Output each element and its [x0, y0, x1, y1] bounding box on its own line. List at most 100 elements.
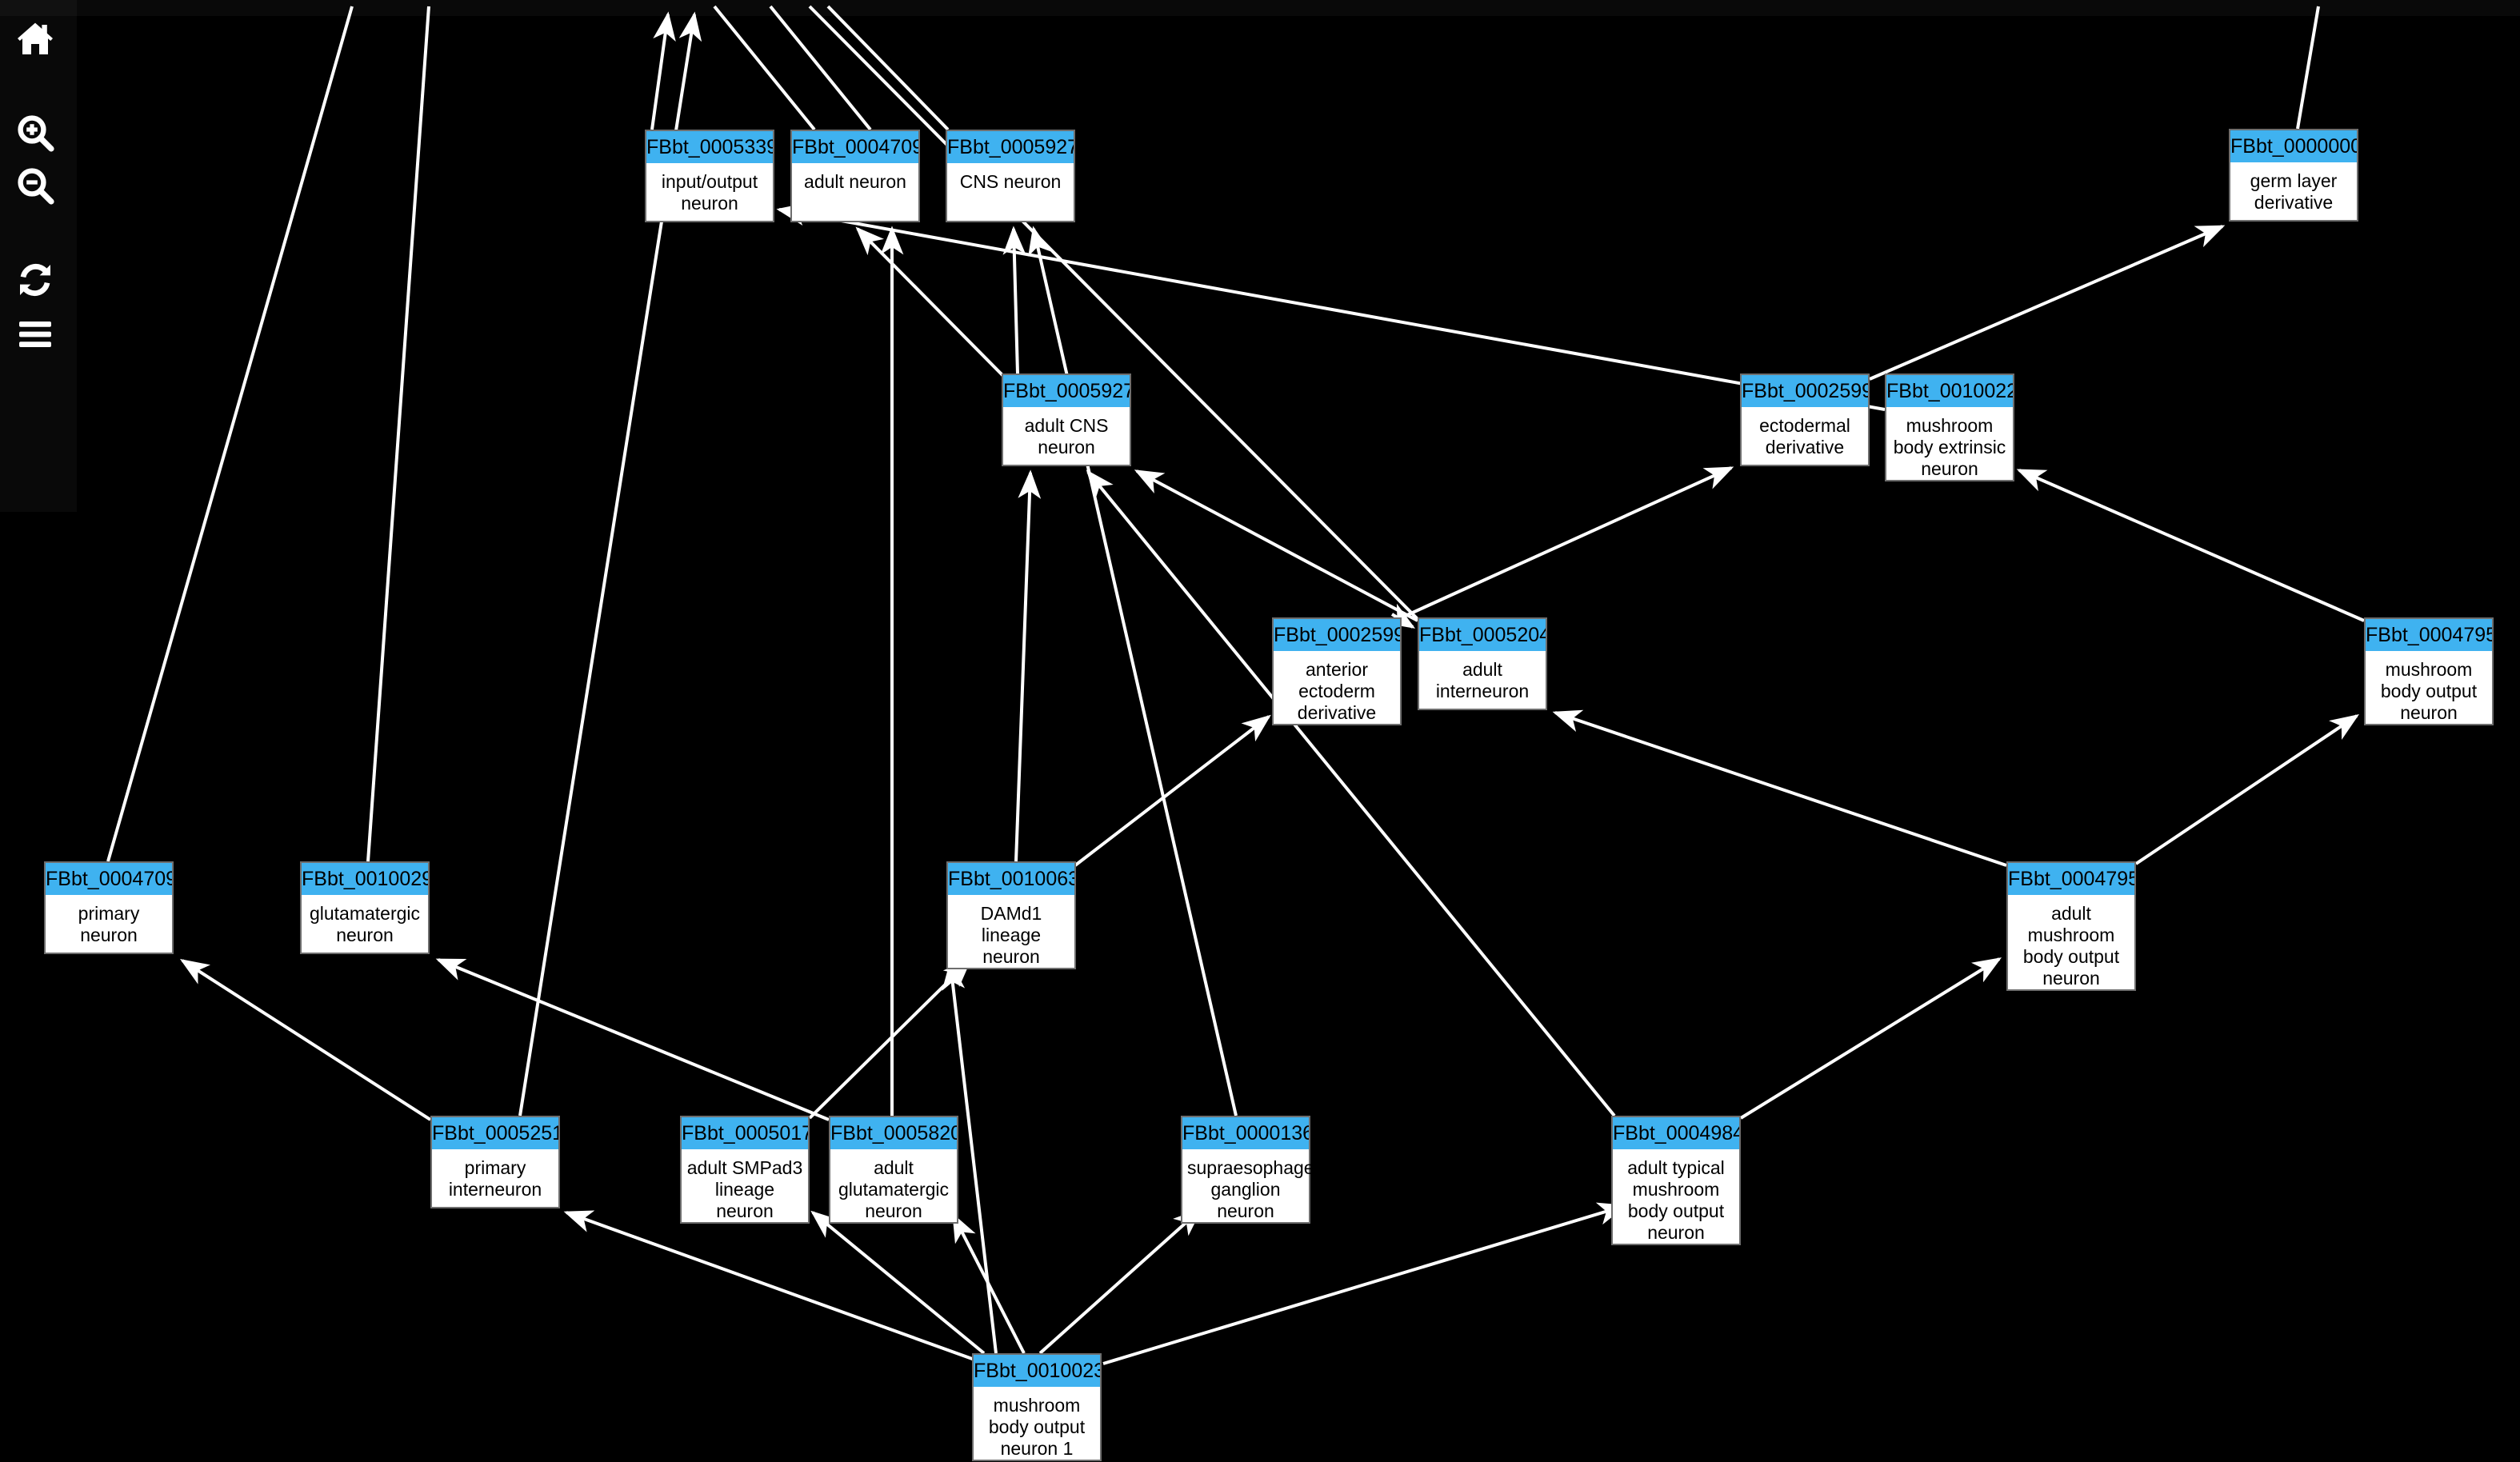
- graph-edge: [650, 11, 676, 130]
- graph-edge: [1038, 1208, 1202, 1355]
- node-label: primary interneuron: [448, 1157, 542, 1200]
- graph-node[interactable]: FBbt_00050174adult SMPad3 lineage neuron: [680, 1116, 810, 1224]
- refresh-button[interactable]: [16, 261, 54, 299]
- zoom-in-button[interactable]: [16, 114, 54, 152]
- graph-node[interactable]: FBbt_00052517primary interneuron: [430, 1116, 560, 1208]
- graph-node[interactable]: FBbt_00047953 mushroom body output neuron: [2364, 617, 2494, 725]
- graph-edge: [563, 1210, 975, 1361]
- node-id: FBbt_00025991: [1274, 619, 1400, 651]
- graph-node[interactable]: FBbt_00100227 mushroom body extrinsic neu…: [1885, 373, 2014, 481]
- zoom-in-icon: [18, 115, 54, 152]
- graph-edge: [366, 6, 430, 862]
- node-id: FBbt_00052046: [1419, 619, 1546, 651]
- node-label: mushroom body extrinsic neuron: [1893, 415, 2006, 479]
- node-label: supraesophageal ganglion neuron: [1187, 1157, 1329, 1221]
- graph-edge: [1086, 469, 1616, 1117]
- node-id: FBbt_00053396: [646, 131, 773, 163]
- graph-edge: [942, 961, 998, 1354]
- graph-node[interactable]: FBbt_00059274adult CNS neuron: [1002, 373, 1131, 466]
- graph-edge: [1028, 226, 1238, 1116]
- graph-edge: [776, 202, 1886, 411]
- graph-edge: [769, 5, 872, 131]
- graph-edge: [855, 226, 1005, 377]
- graph-node[interactable]: FBbt_00047095adult neuron: [790, 130, 920, 222]
- menu-icon: [19, 322, 51, 347]
- zoom-out-button[interactable]: [16, 166, 54, 205]
- refresh-icon: [20, 263, 50, 297]
- home-button[interactable]: [16, 19, 54, 58]
- home-icon: [18, 22, 53, 54]
- node-label: adult mushroom body output neuron: [2022, 903, 2120, 989]
- graph-node[interactable]: FBbt_00052046adult interneuron: [1418, 617, 1547, 710]
- graph-node[interactable]: FBbt_00058208adult glutamatergic neuron: [829, 1116, 958, 1224]
- graph-node[interactable]: FBbt_00049843adult typical mushroom body…: [1611, 1116, 1741, 1245]
- graph-edge: [1552, 709, 2007, 867]
- graph-node[interactable]: FBbt_00053396 input/output neuron: [645, 130, 774, 222]
- graph-edge: [2296, 6, 2320, 130]
- node-id: FBbt_00047095: [792, 131, 918, 163]
- graph-edge: [435, 958, 830, 1121]
- graph-edge: [2016, 469, 2365, 622]
- node-id: FBbt_00100234: [974, 1355, 1100, 1387]
- node-label: mushroom body output neuron 1: [988, 1395, 1086, 1459]
- graph-node[interactable]: FBbt_00025991 anterior ectoderm derivativ…: [1272, 617, 1402, 725]
- node-id: FBbt_00049843: [1613, 1117, 1739, 1149]
- graph-node[interactable]: FBbt_00025990 ectodermal derivative: [1740, 373, 1870, 466]
- node-label: ectodermal derivative: [1759, 415, 1850, 457]
- graph-edge: [1398, 466, 1734, 621]
- node-id: FBbt_00047955: [2008, 863, 2134, 895]
- graph-node[interactable]: FBbt_00001366 supraesophageal ganglion ne…: [1181, 1116, 1329, 1224]
- node-id: FBbt_00058208: [830, 1117, 957, 1149]
- node-id: FBbt_00000000: [2230, 130, 2357, 162]
- node-label: adult interneuron: [1435, 659, 1530, 701]
- node-label: primary neuron: [78, 903, 140, 945]
- node-label: DAMd1 lineage neuron: [980, 903, 1042, 967]
- graph-edge: [713, 5, 816, 131]
- graph-edge: [1384, 603, 1416, 629]
- graph-edge: [810, 1210, 986, 1355]
- node-id: FBbt_00052517: [432, 1117, 558, 1149]
- node-id: FBbt_00025990: [1742, 375, 1868, 407]
- graph-node[interactable]: FBbt_00100291glutamatergic neuron: [300, 861, 430, 954]
- graph-edge: [1014, 469, 1042, 862]
- graph-edge: [826, 5, 950, 131]
- graph-node[interactable]: FBbt_00059271CNS neuron: [946, 130, 1075, 222]
- node-id: FBbt_00047097: [46, 863, 172, 895]
- node-label: adult typical mushroom body output neuro…: [1627, 1157, 1725, 1243]
- graph-edge: [106, 6, 354, 862]
- node-label: input/output neuron: [661, 171, 758, 214]
- node-label: CNS neuron: [959, 171, 1062, 192]
- node-id: FBbt_00059271: [947, 131, 1074, 163]
- graph-edge: [808, 958, 972, 1120]
- node-id: FBbt_00050174: [682, 1117, 808, 1149]
- graph-edge: [808, 5, 1419, 621]
- node-id: FBbt_00100639: [948, 863, 1074, 895]
- node-label: mushroom body output neuron: [2380, 659, 2478, 723]
- node-id: FBbt_00001366: [1182, 1117, 1309, 1149]
- node-label: adult CNS neuron: [1024, 415, 1109, 457]
- menu-button[interactable]: [16, 315, 54, 354]
- node-label: adult SMPad3 lineage neuron: [686, 1157, 803, 1221]
- graph-edge: [1739, 957, 2002, 1120]
- node-label: adult neuron: [804, 171, 906, 192]
- graph-edge: [179, 959, 432, 1121]
- node-label: adult glutamatergic neuron: [838, 1157, 950, 1221]
- graph-node[interactable]: FBbt_00047097primary neuron: [44, 861, 174, 954]
- zoom-out-icon: [18, 168, 54, 205]
- node-id: FBbt_00047953: [2366, 619, 2492, 651]
- graph-node[interactable]: FBbt_00047955adult mushroom body output …: [2006, 861, 2136, 991]
- node-label: anterior ectoderm derivative: [1297, 659, 1377, 723]
- graph-node[interactable]: FBbt_00100639DAMd1 lineage neuron: [946, 861, 1076, 969]
- graph-node[interactable]: FBbt_00000000germ layer derivative: [2229, 129, 2358, 222]
- graph-edge: [2134, 713, 2359, 865]
- node-label: glutamatergic neuron: [309, 903, 421, 945]
- graph-edge: [1869, 225, 2226, 381]
- node-label: germ layer derivative: [2250, 170, 2338, 213]
- node-id: FBbt_00059274: [1003, 375, 1130, 407]
- graph-node[interactable]: FBbt_00100234 mushroom body output neuron…: [972, 1353, 1102, 1461]
- graph-edge: [1134, 469, 1418, 622]
- graph-edge: [1074, 714, 1271, 867]
- node-id: FBbt_00100227: [1886, 375, 2013, 407]
